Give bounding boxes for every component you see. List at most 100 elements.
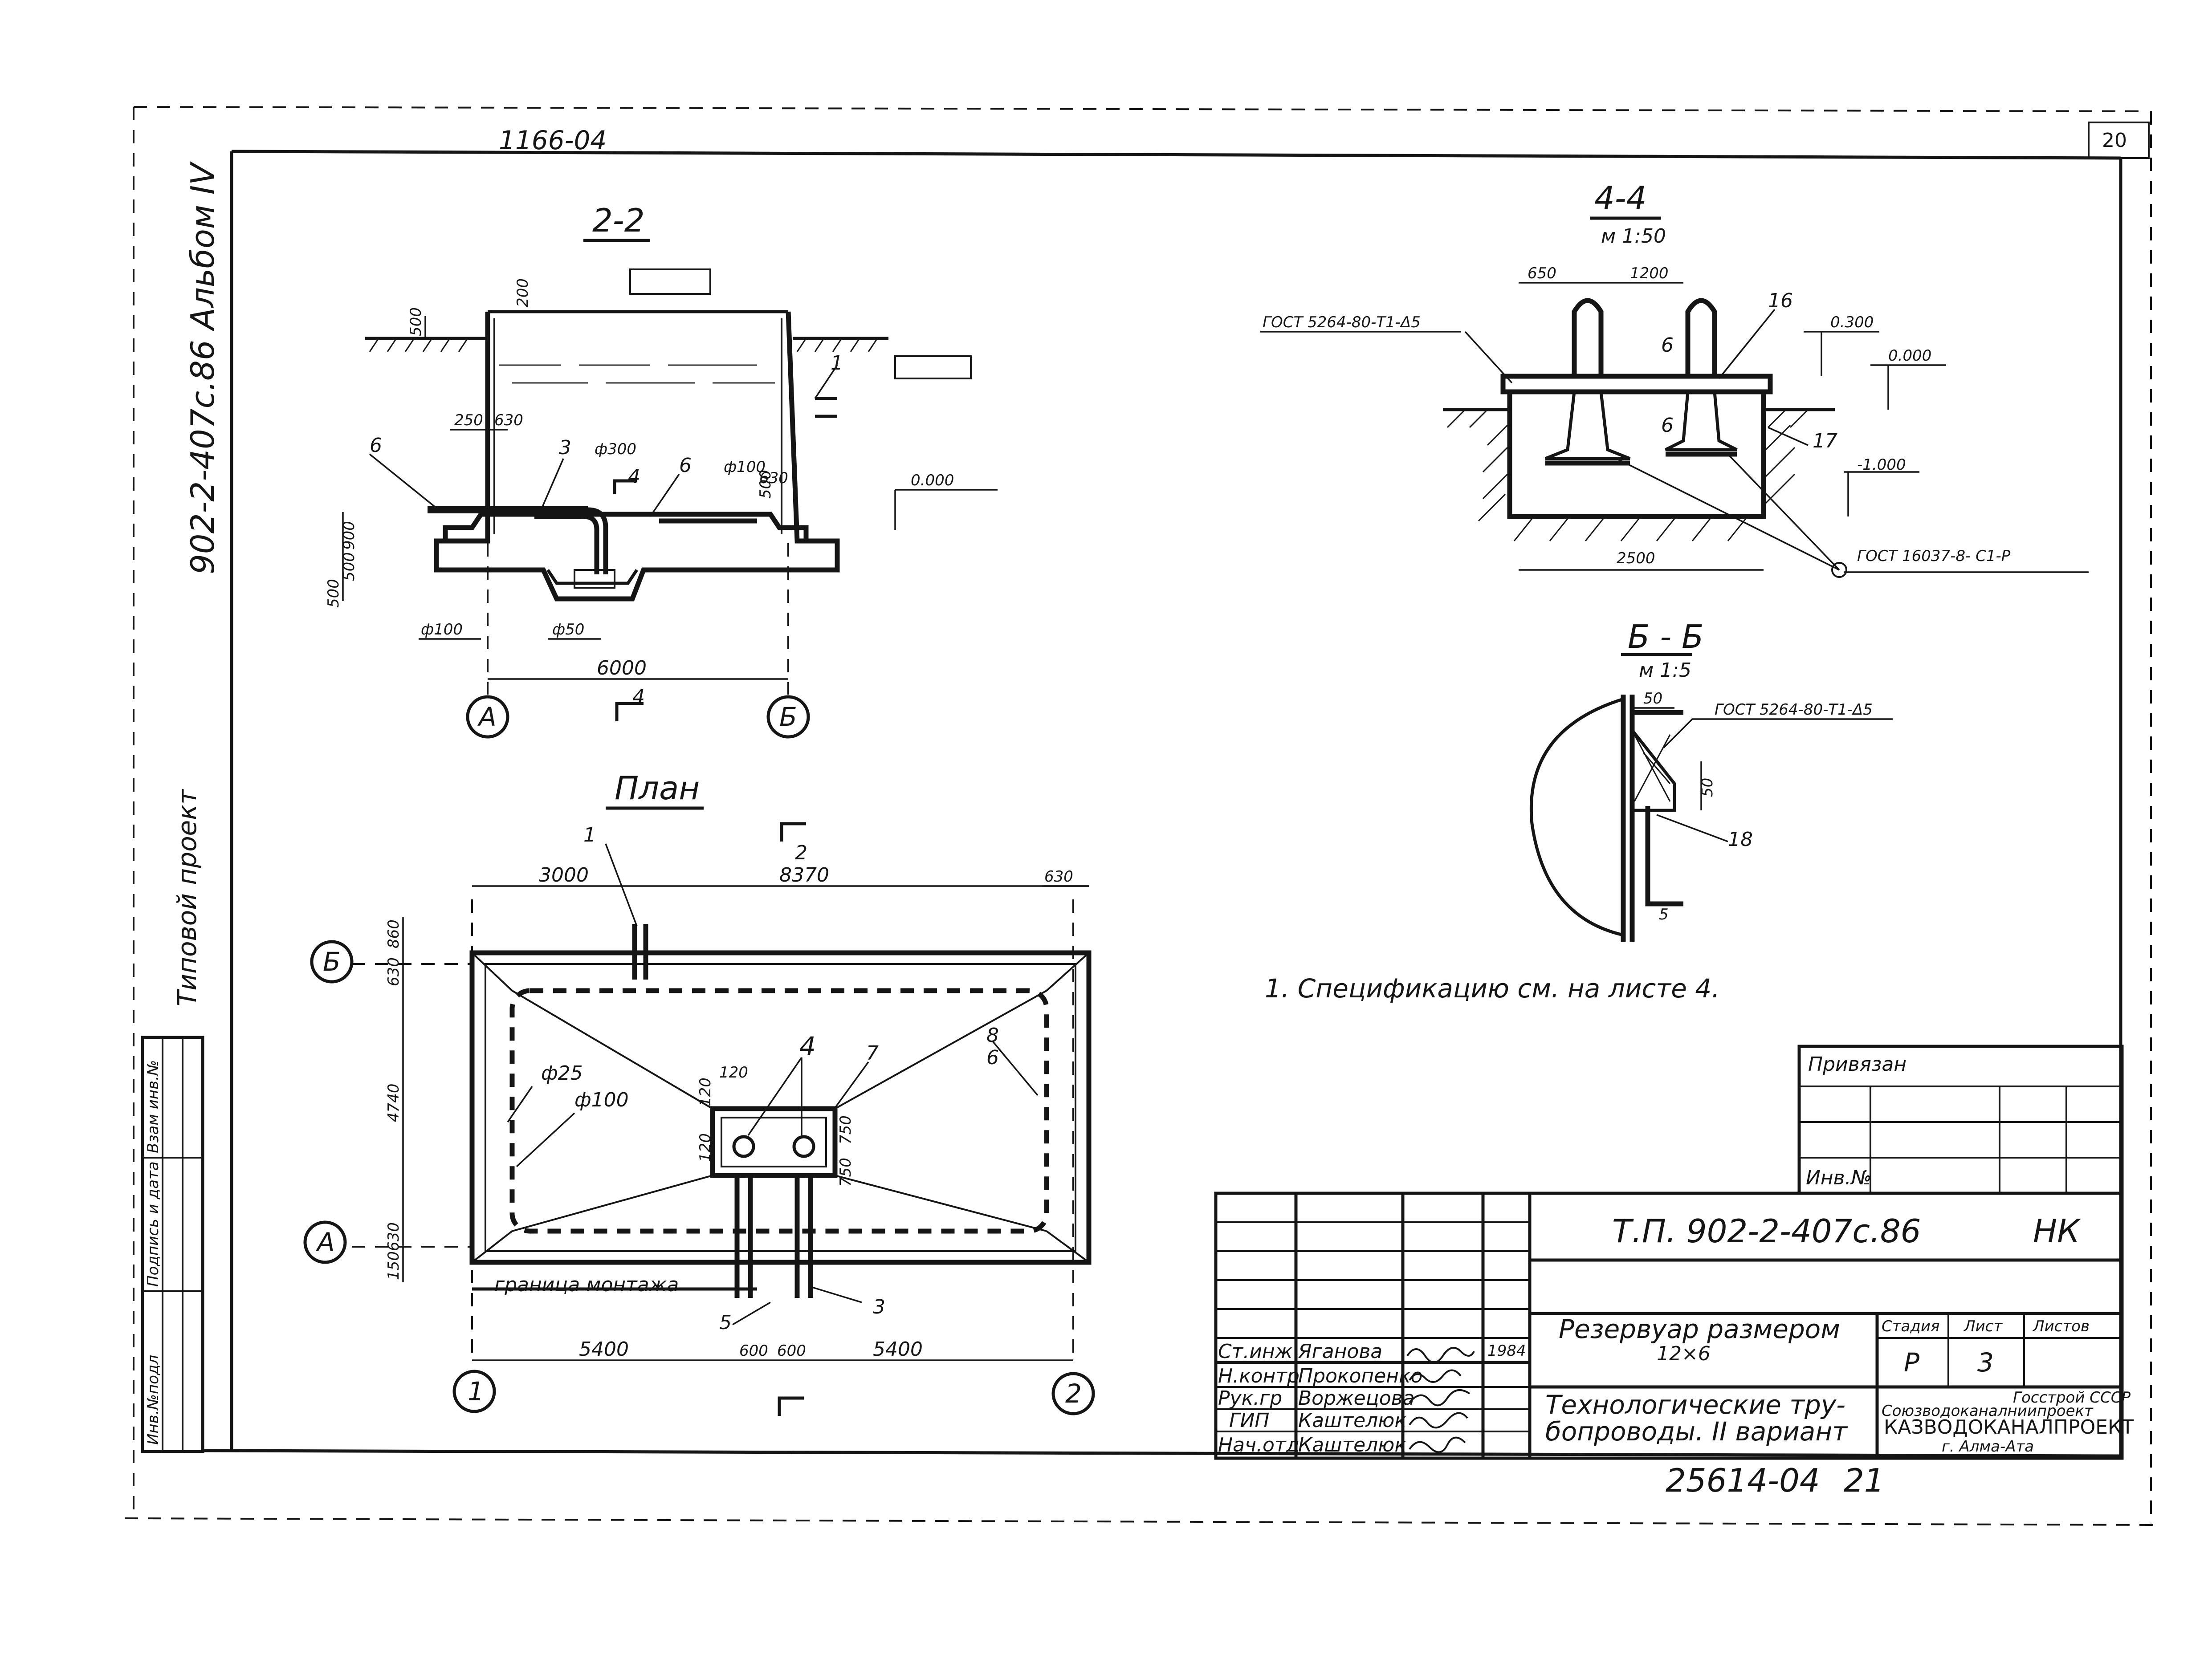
plan-callout-5: 5 bbox=[719, 1311, 732, 1334]
section-2-2-dia-50: ф50 bbox=[552, 621, 584, 638]
sheet-frame bbox=[124, 106, 2156, 1526]
plan-dim-630-top: 630 bbox=[1044, 868, 1073, 886]
plan-dim-860: 860 bbox=[385, 919, 403, 948]
section-4-4: 4-4 м 1:50 650 1200 2500 bbox=[1260, 179, 2089, 578]
plan-callout-3: 3 bbox=[873, 1296, 885, 1318]
section-2-2-dia-100-left: ф100 bbox=[421, 621, 463, 638]
section-2-2-dia-300: ф300 bbox=[595, 440, 636, 458]
title-block-sheet-value: 3 bbox=[1977, 1347, 1994, 1378]
title-block-org-4: г. Алма-Ата bbox=[1942, 1438, 2034, 1456]
signature-role: Рук.гр bbox=[1218, 1387, 1282, 1410]
plan-dim-150: 150 bbox=[385, 1251, 403, 1280]
binding-title: Привязан bbox=[1808, 1053, 1906, 1076]
project-kind-label: Типовой проект bbox=[172, 789, 202, 1006]
signature-name: Каштелюк bbox=[1298, 1434, 1406, 1456]
plan-dia-100: ф100 bbox=[574, 1089, 629, 1111]
section-bb-callout-5: 5 bbox=[1659, 906, 1669, 923]
section-2-2-callout-3: 3 bbox=[559, 436, 571, 459]
section-4-4-dim-650: 650 bbox=[1528, 264, 1556, 282]
plan-dim-120-c: 120 bbox=[697, 1133, 714, 1162]
plan-callout-6: 6 bbox=[986, 1046, 999, 1069]
title-block-object-size: 12×6 bbox=[1657, 1342, 1711, 1365]
album-designation: 902-2-407с.86 Альбом IV bbox=[184, 161, 221, 574]
title-block-org-3: КАЗВОДОКАНАЛПРОЕКТ bbox=[1884, 1416, 2134, 1439]
title-block-sheet-header: Лист bbox=[1963, 1317, 2003, 1335]
archive-number: 1166-04 bbox=[499, 125, 607, 155]
title-block-org-1: Госстрой СССР bbox=[2013, 1389, 2131, 1407]
plan-dim-750-b: 750 bbox=[837, 1158, 855, 1187]
section-2-2-dia-100-right: ф100 bbox=[724, 458, 766, 476]
section-4-4-gost-left: ГОСТ 5264-80-Т1-Δ5 bbox=[1263, 313, 1421, 331]
title-block-project-code: Т.П. 902-2-407с.86 bbox=[1612, 1212, 1921, 1250]
section-2-2-dim-250: 250 bbox=[454, 411, 483, 429]
plan-dim-5400-right: 5400 bbox=[873, 1338, 923, 1361]
plan-dim-5400-left: 5400 bbox=[579, 1338, 629, 1361]
plan-axis-1: 1 bbox=[468, 1376, 484, 1407]
plan-callout-4: 4 bbox=[799, 1031, 816, 1061]
signature-name: Яганова bbox=[1298, 1340, 1382, 1363]
section-2-2-callout-6-right: 6 bbox=[679, 454, 692, 477]
section-2-2-dim-900: 900 bbox=[340, 521, 358, 550]
stamp-col-inv-label: Инв.№подл bbox=[144, 1355, 162, 1445]
section-bb-dim-50-top: 50 bbox=[1643, 690, 1662, 708]
section-2-2-cut-label: 4 bbox=[632, 686, 645, 708]
plan-dim-4740: 4740 bbox=[385, 1083, 403, 1122]
section-4-4-title: 4-4 bbox=[1594, 179, 1647, 217]
section-2-2-callout-6-left: 6 bbox=[370, 434, 382, 457]
plan-dim-120-b: 120 bbox=[697, 1078, 714, 1106]
section-2-2-axis-b: Б bbox=[779, 702, 797, 732]
plan-dim-600-b: 600 bbox=[777, 1342, 806, 1360]
signature-row-5: Нач.отд Каштелюк bbox=[1218, 1434, 1466, 1456]
signature-role: Нач.отд bbox=[1218, 1434, 1299, 1456]
plan-dia-25: ф25 bbox=[541, 1062, 583, 1085]
signature-role: ГИП bbox=[1229, 1409, 1270, 1432]
section-2-2-dim-500-top: 500 bbox=[407, 307, 425, 336]
plan-boundary-label: граница монтажа bbox=[494, 1273, 679, 1296]
title-block-object-name: Резервуар размером bbox=[1559, 1314, 1840, 1344]
plan-axis-2: 2 bbox=[1065, 1378, 1082, 1409]
specification-note: 1. Спецификацию см. на листе 4. bbox=[1265, 973, 1720, 1004]
section-bb-title: Б - Б bbox=[1628, 618, 1704, 655]
section-bb-gost: ГОСТ 5264-80-Т1-Δ5 bbox=[1715, 701, 1873, 719]
title-block-section-code: НК bbox=[2033, 1212, 2081, 1250]
plan-callout-7: 7 bbox=[866, 1042, 879, 1065]
section-4-4-dim-2500: 2500 bbox=[1617, 549, 1655, 567]
plan-callout-1: 1 bbox=[583, 824, 596, 846]
section-2-2-elevation: 0.000 bbox=[911, 472, 954, 489]
section-2-2-dim-200: 200 bbox=[514, 278, 532, 307]
title-block: Т.П. 902-2-407с.86 НК Резервуар размером… bbox=[1214, 1191, 2134, 1460]
section-bb-scale: м 1:5 bbox=[1639, 659, 1691, 682]
section-4-4-gost-right: ГОСТ 16037-8- С1-Р bbox=[1857, 547, 2011, 565]
bottom-code: 25614-04 bbox=[1666, 1462, 1820, 1499]
title-block-org-2: Союзводоканалниипроект bbox=[1882, 1402, 2094, 1420]
binding-block: Привязан Инв.№ bbox=[1797, 1045, 2124, 1195]
section-2-2-dim-500-a: 500 bbox=[340, 552, 358, 581]
plan-dim-630-left-bottom: 630 bbox=[385, 1222, 403, 1251]
title-block-year: 1984 bbox=[1487, 1342, 1526, 1360]
section-2-2-title: 2-2 bbox=[592, 202, 645, 239]
section-4-4-elev-top: 0.300 bbox=[1830, 313, 1874, 331]
signature-name: Воржецова bbox=[1298, 1387, 1415, 1410]
plan-axis-b: Б bbox=[323, 947, 341, 977]
plan-dim-8370: 8370 bbox=[779, 864, 829, 886]
section-2-2-dim-500-c: 500 bbox=[757, 470, 774, 499]
plan-dim-120-a: 120 bbox=[719, 1064, 748, 1082]
section-bb-callout-18: 18 bbox=[1728, 828, 1753, 851]
plan-axis-a: А bbox=[315, 1227, 335, 1257]
plan-dim-3000: 3000 bbox=[539, 864, 589, 886]
signature-row-4: ГИП Каштелюк bbox=[1229, 1409, 1468, 1432]
plan-title: План bbox=[615, 769, 700, 807]
title-block-stage-value: Р bbox=[1904, 1347, 1919, 1378]
section-2-2: 2-2 bbox=[325, 202, 998, 739]
stamp-col-sign-label: Подпись и дата bbox=[144, 1161, 162, 1287]
left-strip: 902-2-407с.86 Альбом IV Типовой проект И… bbox=[141, 161, 221, 1453]
signature-name: Каштелюк bbox=[1298, 1409, 1406, 1432]
section-4-4-callout-6-mid: 6 bbox=[1661, 414, 1674, 437]
section-bb: Б - Б м 1:5 50 50 ГОСТ 5264-80-Т1-Δ5 18 … bbox=[1529, 618, 1893, 942]
plan-dim-600-a: 600 bbox=[739, 1342, 768, 1360]
plan-view: План 2 bbox=[303, 769, 1095, 1416]
binding-inv-label: Инв.№ bbox=[1806, 1167, 1871, 1189]
section-4-4-elev-zero: 0.000 bbox=[1888, 347, 1931, 365]
plan-dim-630-left-top: 630 bbox=[385, 957, 403, 986]
